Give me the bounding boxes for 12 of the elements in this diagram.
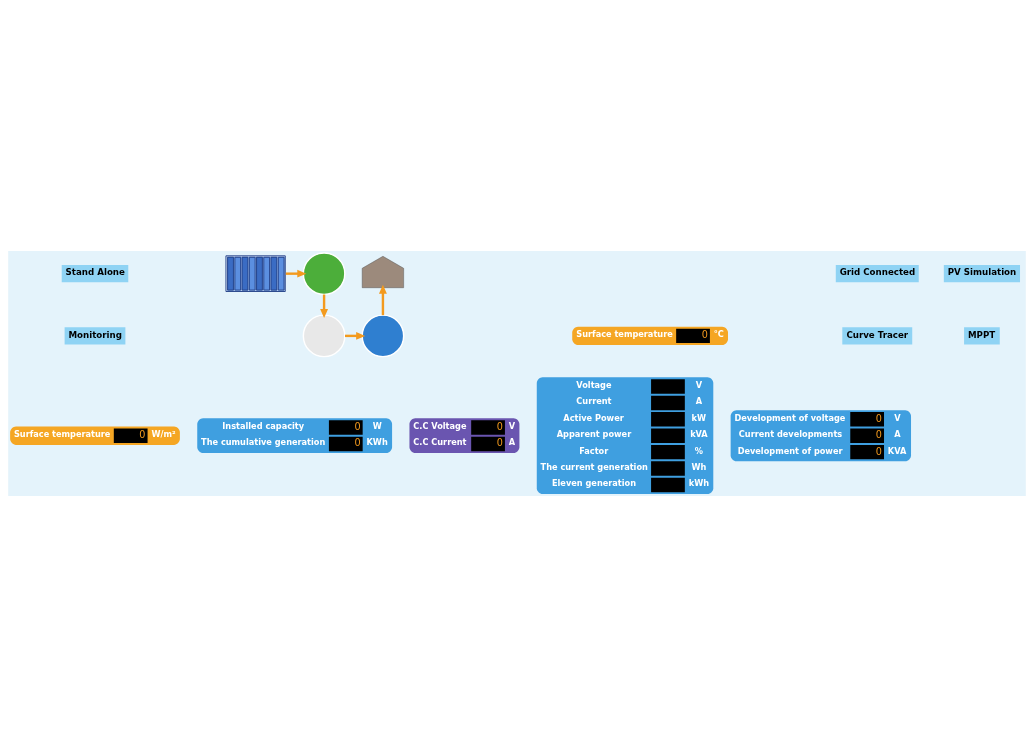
node-circle	[361, 314, 405, 358]
label: Stand Alone	[65, 267, 125, 278]
label: MPPT	[967, 329, 996, 340]
label: Grid Connected	[839, 267, 916, 278]
arrow	[378, 284, 387, 316]
label: Monitoring	[68, 329, 122, 340]
node-picture	[361, 256, 404, 288]
label: PV Simulation	[947, 267, 1017, 278]
node-circle	[302, 314, 346, 358]
arrow	[285, 269, 307, 278]
node-circle	[302, 252, 346, 296]
label: Curve Tracer	[846, 329, 909, 340]
